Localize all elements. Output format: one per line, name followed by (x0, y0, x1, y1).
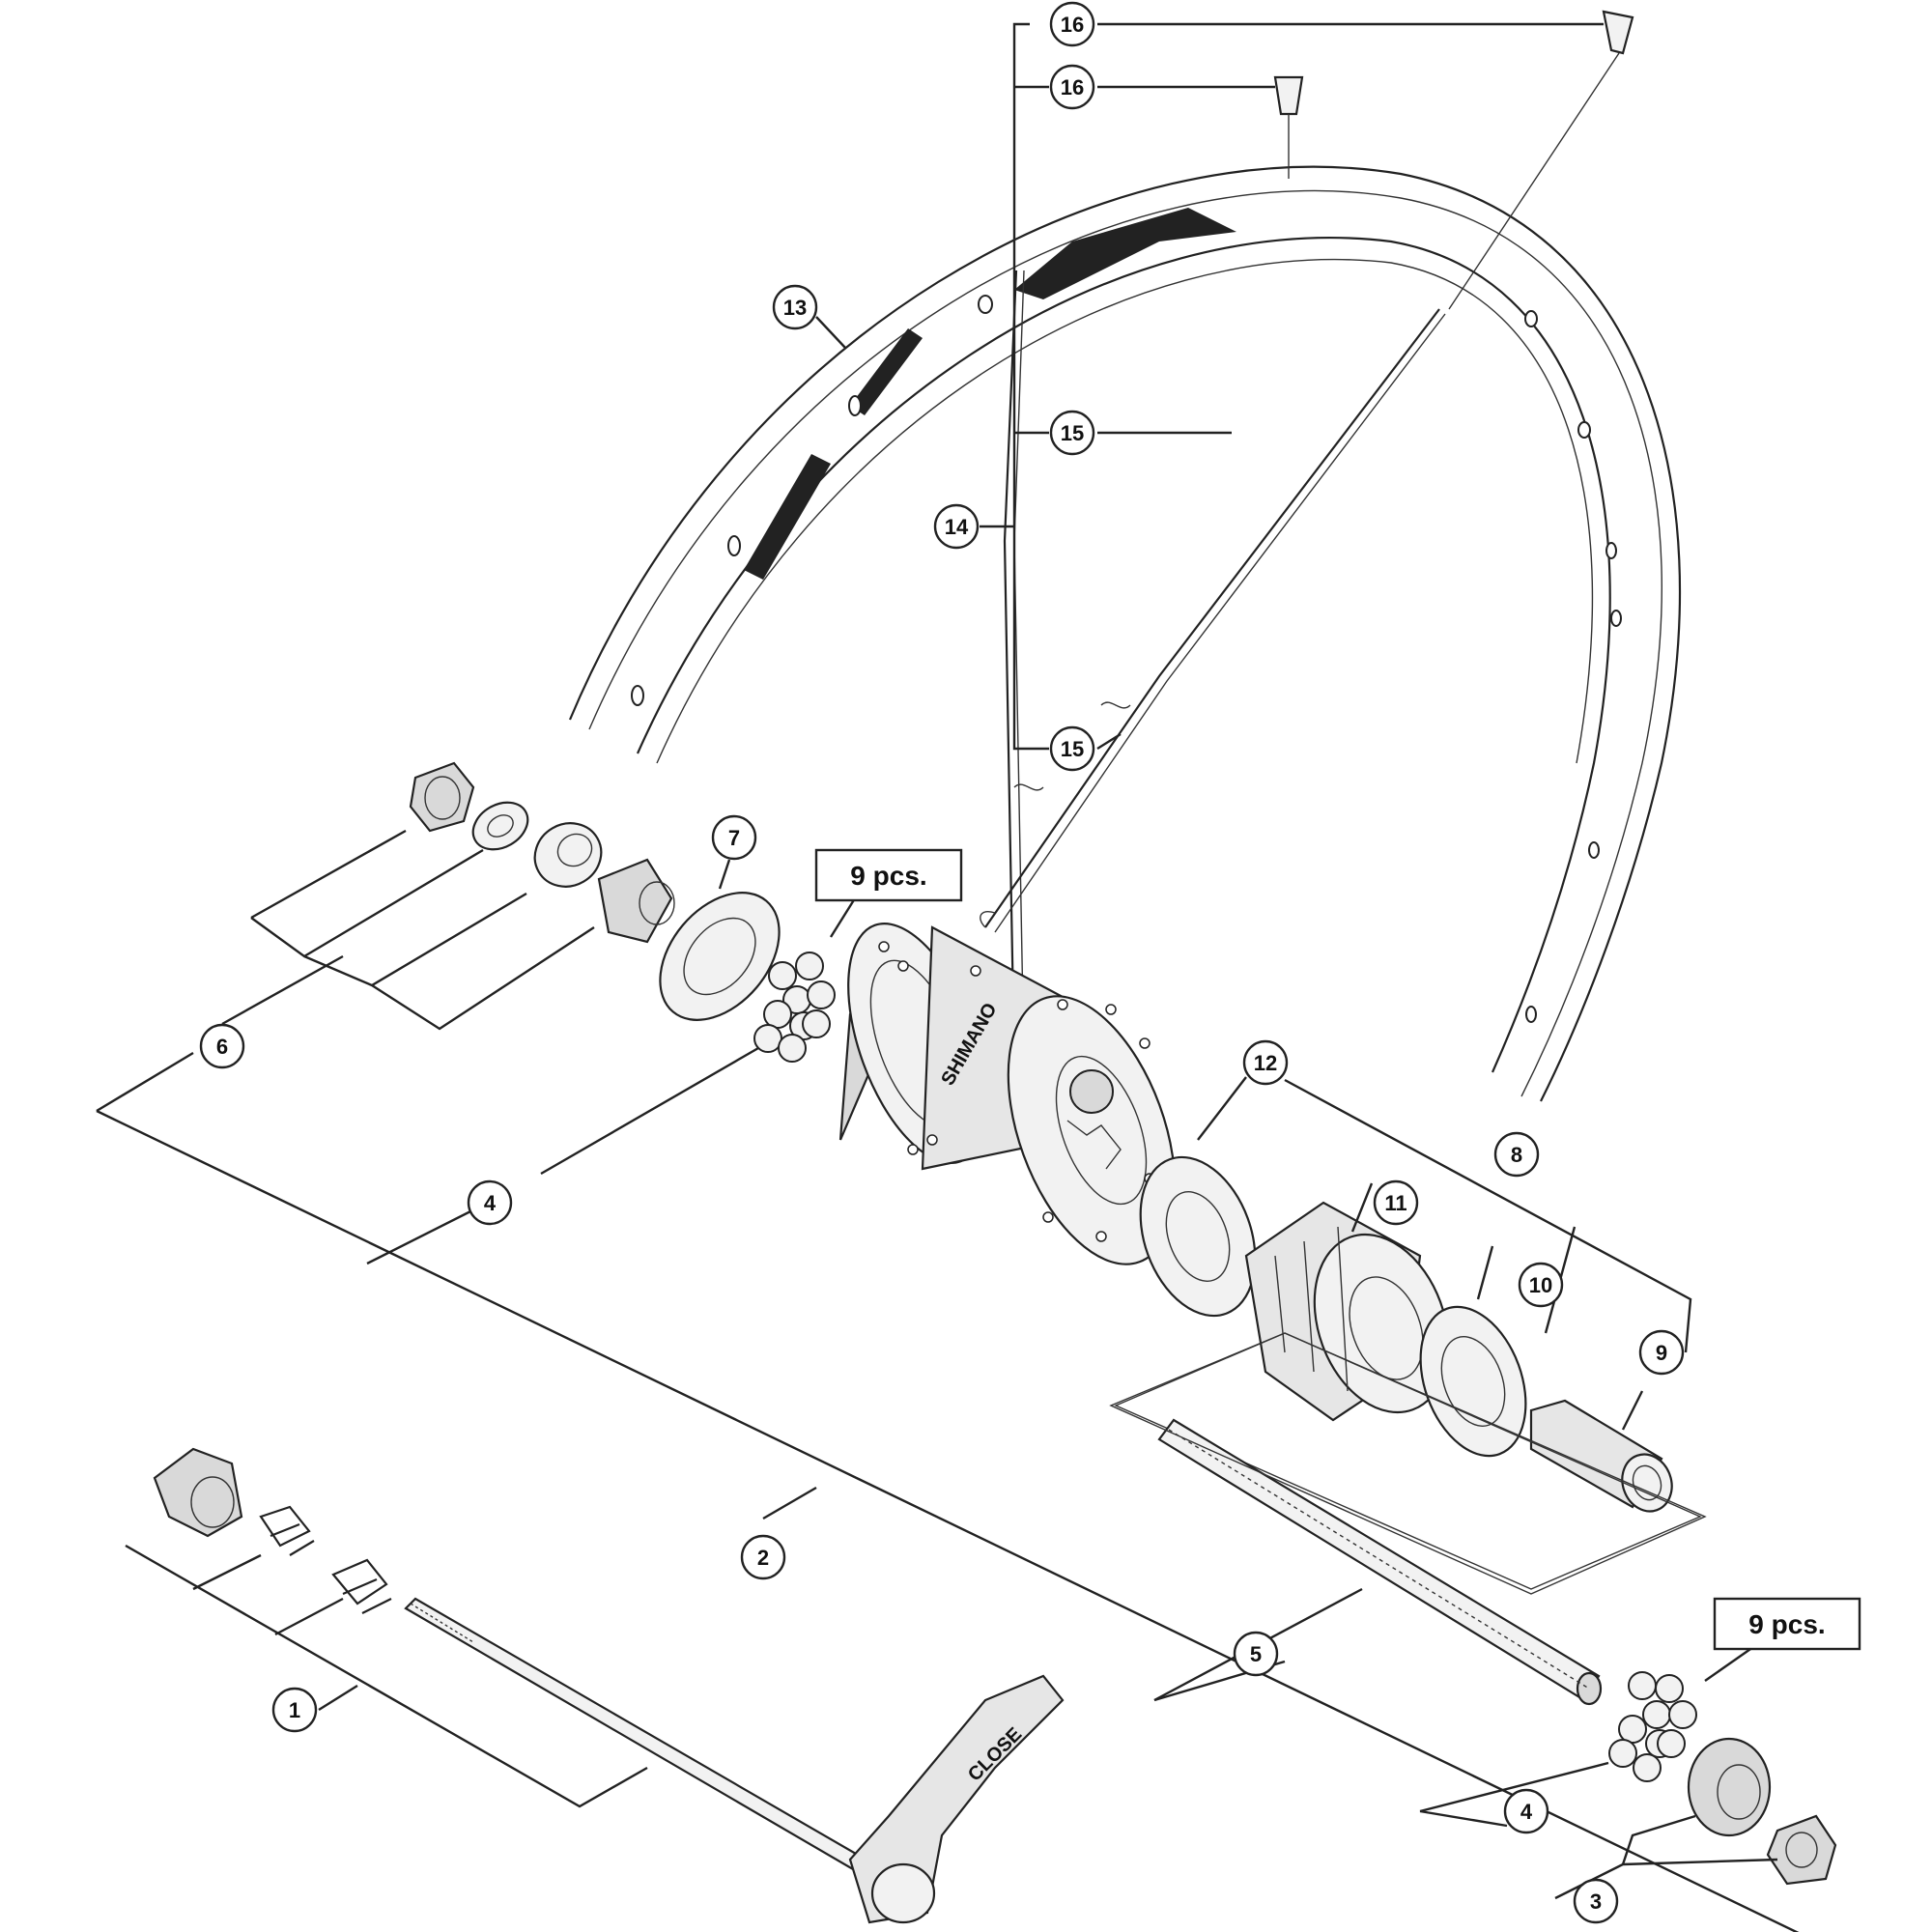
spokes (980, 270, 1446, 1064)
cone-right (1687, 1737, 1772, 1837)
callout-7-label: 7 (728, 826, 740, 850)
callout-10-label: 10 (1529, 1273, 1552, 1297)
callout-12: 12 (1242, 1039, 1289, 1086)
locknut-left (409, 761, 475, 833)
callout-6-label: 6 (216, 1035, 228, 1059)
callout-13-label: 13 (783, 296, 807, 320)
callout-3-label: 3 (1590, 1889, 1602, 1914)
hub-body: SHIMANO (838, 923, 1177, 1265)
spoke-nipple-second (1273, 75, 1304, 179)
rim (568, 165, 1682, 1102)
callout-5-label: 5 (1250, 1642, 1262, 1666)
callout-2-label: 2 (757, 1546, 769, 1570)
balls-count-front-label: 9 pcs. (850, 861, 926, 891)
callout-7: 7 (711, 814, 757, 861)
freehub-spacer-12 (1139, 1155, 1257, 1318)
callout-11-label: 11 (1384, 1191, 1406, 1215)
callout-12-label: 12 (1254, 1051, 1277, 1075)
spacer-left (533, 822, 603, 888)
bearing-balls-right (1608, 1671, 1697, 1782)
callout-14: 14 (933, 503, 980, 550)
callout-9-label: 9 (1656, 1341, 1667, 1365)
callout-15-bottom-label: 15 (1061, 737, 1084, 761)
callouts: 16 16 13 15 14 15 7 6 (199, 1, 1685, 1924)
bearing-balls-left (753, 952, 836, 1063)
callout-16-second-label: 16 (1061, 75, 1084, 99)
qr-lever: CLOSE (848, 1674, 1065, 1924)
callout-11: 11 (1373, 1179, 1419, 1226)
freehub-body-11 (1244, 1201, 1450, 1422)
spoke-nipple-top (1448, 10, 1634, 310)
qr-skewer (404, 1597, 876, 1878)
cone-left (597, 858, 675, 944)
callout-4-left-label: 4 (484, 1191, 497, 1215)
callout-2: 2 (740, 1534, 786, 1580)
callout-13: 13 (772, 284, 818, 330)
callout-8: 8 (1493, 1131, 1540, 1178)
qr-nut (153, 1447, 243, 1538)
callout-4-right-label: 4 (1520, 1800, 1533, 1824)
callout-5: 5 (1233, 1631, 1279, 1677)
freehub-bolt-9 (1529, 1399, 1673, 1513)
balls-count-rear-label: 9 pcs. (1748, 1609, 1825, 1639)
balls-count-box-rear: 9 pcs. (1713, 1597, 1861, 1651)
callout-6: 6 (199, 1023, 245, 1069)
callout-16-top: 16 (1049, 1, 1095, 47)
freehub-washer-10 (1419, 1305, 1527, 1458)
callout-9: 9 (1638, 1329, 1685, 1376)
callout-14-label: 14 (945, 515, 969, 539)
washer-left (471, 801, 529, 851)
callout-1: 1 (271, 1687, 318, 1733)
callout-15-top: 15 (1049, 410, 1095, 456)
qr-spring-2 (331, 1558, 392, 1614)
qr-spring-1 (259, 1505, 315, 1556)
balls-count-box-front: 9 pcs. (814, 848, 963, 902)
callout-1-label: 1 (289, 1698, 300, 1722)
callout-3: 3 (1573, 1878, 1619, 1924)
callout-10: 10 (1518, 1262, 1564, 1308)
callout-4-right: 4 (1503, 1788, 1549, 1834)
callout-16-second: 16 (1049, 64, 1095, 110)
callout-15-top-label: 15 (1061, 421, 1084, 445)
callout-15-bottom: 15 (1049, 725, 1095, 772)
locknut-right (1766, 1814, 1837, 1886)
dust-cap-left-7 (659, 892, 781, 1021)
rim-decal (744, 208, 1236, 580)
callout-4-left: 4 (467, 1179, 513, 1226)
spoke-holes (631, 295, 1622, 1023)
callout-16-top-label: 16 (1061, 13, 1084, 37)
callout-8-label: 8 (1511, 1143, 1522, 1167)
